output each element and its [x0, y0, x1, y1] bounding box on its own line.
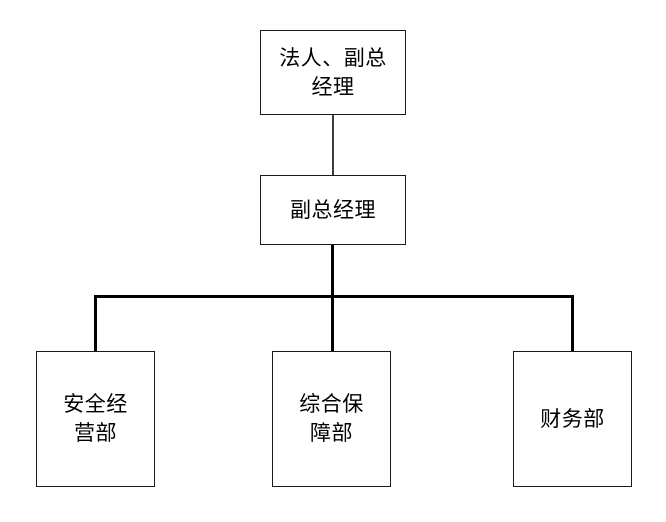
- node-label-safety-operations-dept: 安全经 营部: [63, 392, 128, 445]
- node-label-comprehensive-support-dept: 综合保 障部: [299, 392, 364, 445]
- connector-drop-finance-dept: [571, 295, 575, 352]
- node-finance-dept[interactable]: 财务部: [513, 351, 632, 487]
- node-label-finance-dept: 财务部: [540, 406, 605, 431]
- node-safety-operations-dept[interactable]: 安全经 营部: [36, 351, 155, 487]
- node-label-deputy-general-manager: 副总经理: [290, 197, 376, 222]
- node-deputy-general-manager[interactable]: 副总经理: [260, 175, 406, 245]
- node-label-legal-person-deputy-gm: 法人、副总 经理: [279, 45, 387, 99]
- connector-level1-to-level2: [332, 114, 334, 176]
- connector-level2-trunk: [331, 244, 335, 298]
- node-comprehensive-support-dept[interactable]: 综合保 障部: [272, 351, 391, 487]
- connector-drop-safety-operations-dept: [94, 295, 98, 352]
- node-legal-person-deputy-gm[interactable]: 法人、副总 经理: [260, 30, 406, 115]
- connector-drop-comprehensive-support-dept: [331, 295, 335, 352]
